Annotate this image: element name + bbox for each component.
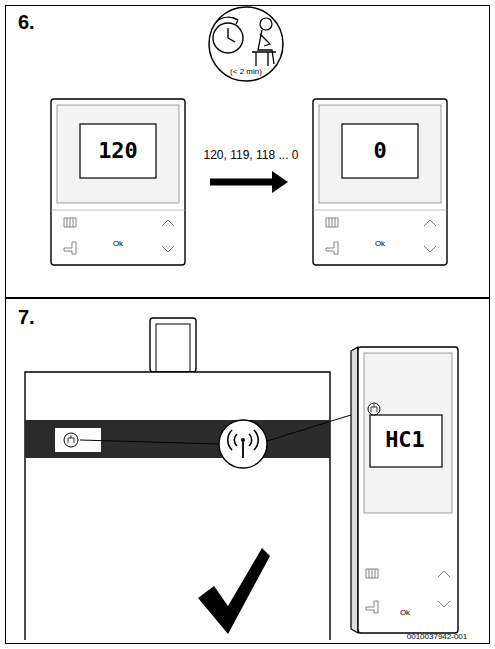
button-label: Ok [375,240,385,249]
step-number: 7. [18,306,35,328]
edge-label: 120, 119, 118 ... 0 [202,149,301,162]
display-value: HC1 [385,428,425,452]
figure-id: 0010037942-001 [407,633,468,642]
arrow-connector [210,171,288,193]
thermostat-device: 0Ok [312,98,448,266]
display-value: 0 [373,139,386,163]
step-panel: 7. HC1Ok [5,298,490,644]
thermostat-device: HC1Ok [350,345,460,635]
button-label: Ok [113,240,123,249]
button-label: Ok [400,609,410,618]
device-outline [350,345,460,635]
step-number: 6. [18,11,35,33]
time-note: (< 2 min) [230,68,262,77]
thermostat-device: 120Ok [50,98,186,266]
display-value: 120 [98,139,138,163]
